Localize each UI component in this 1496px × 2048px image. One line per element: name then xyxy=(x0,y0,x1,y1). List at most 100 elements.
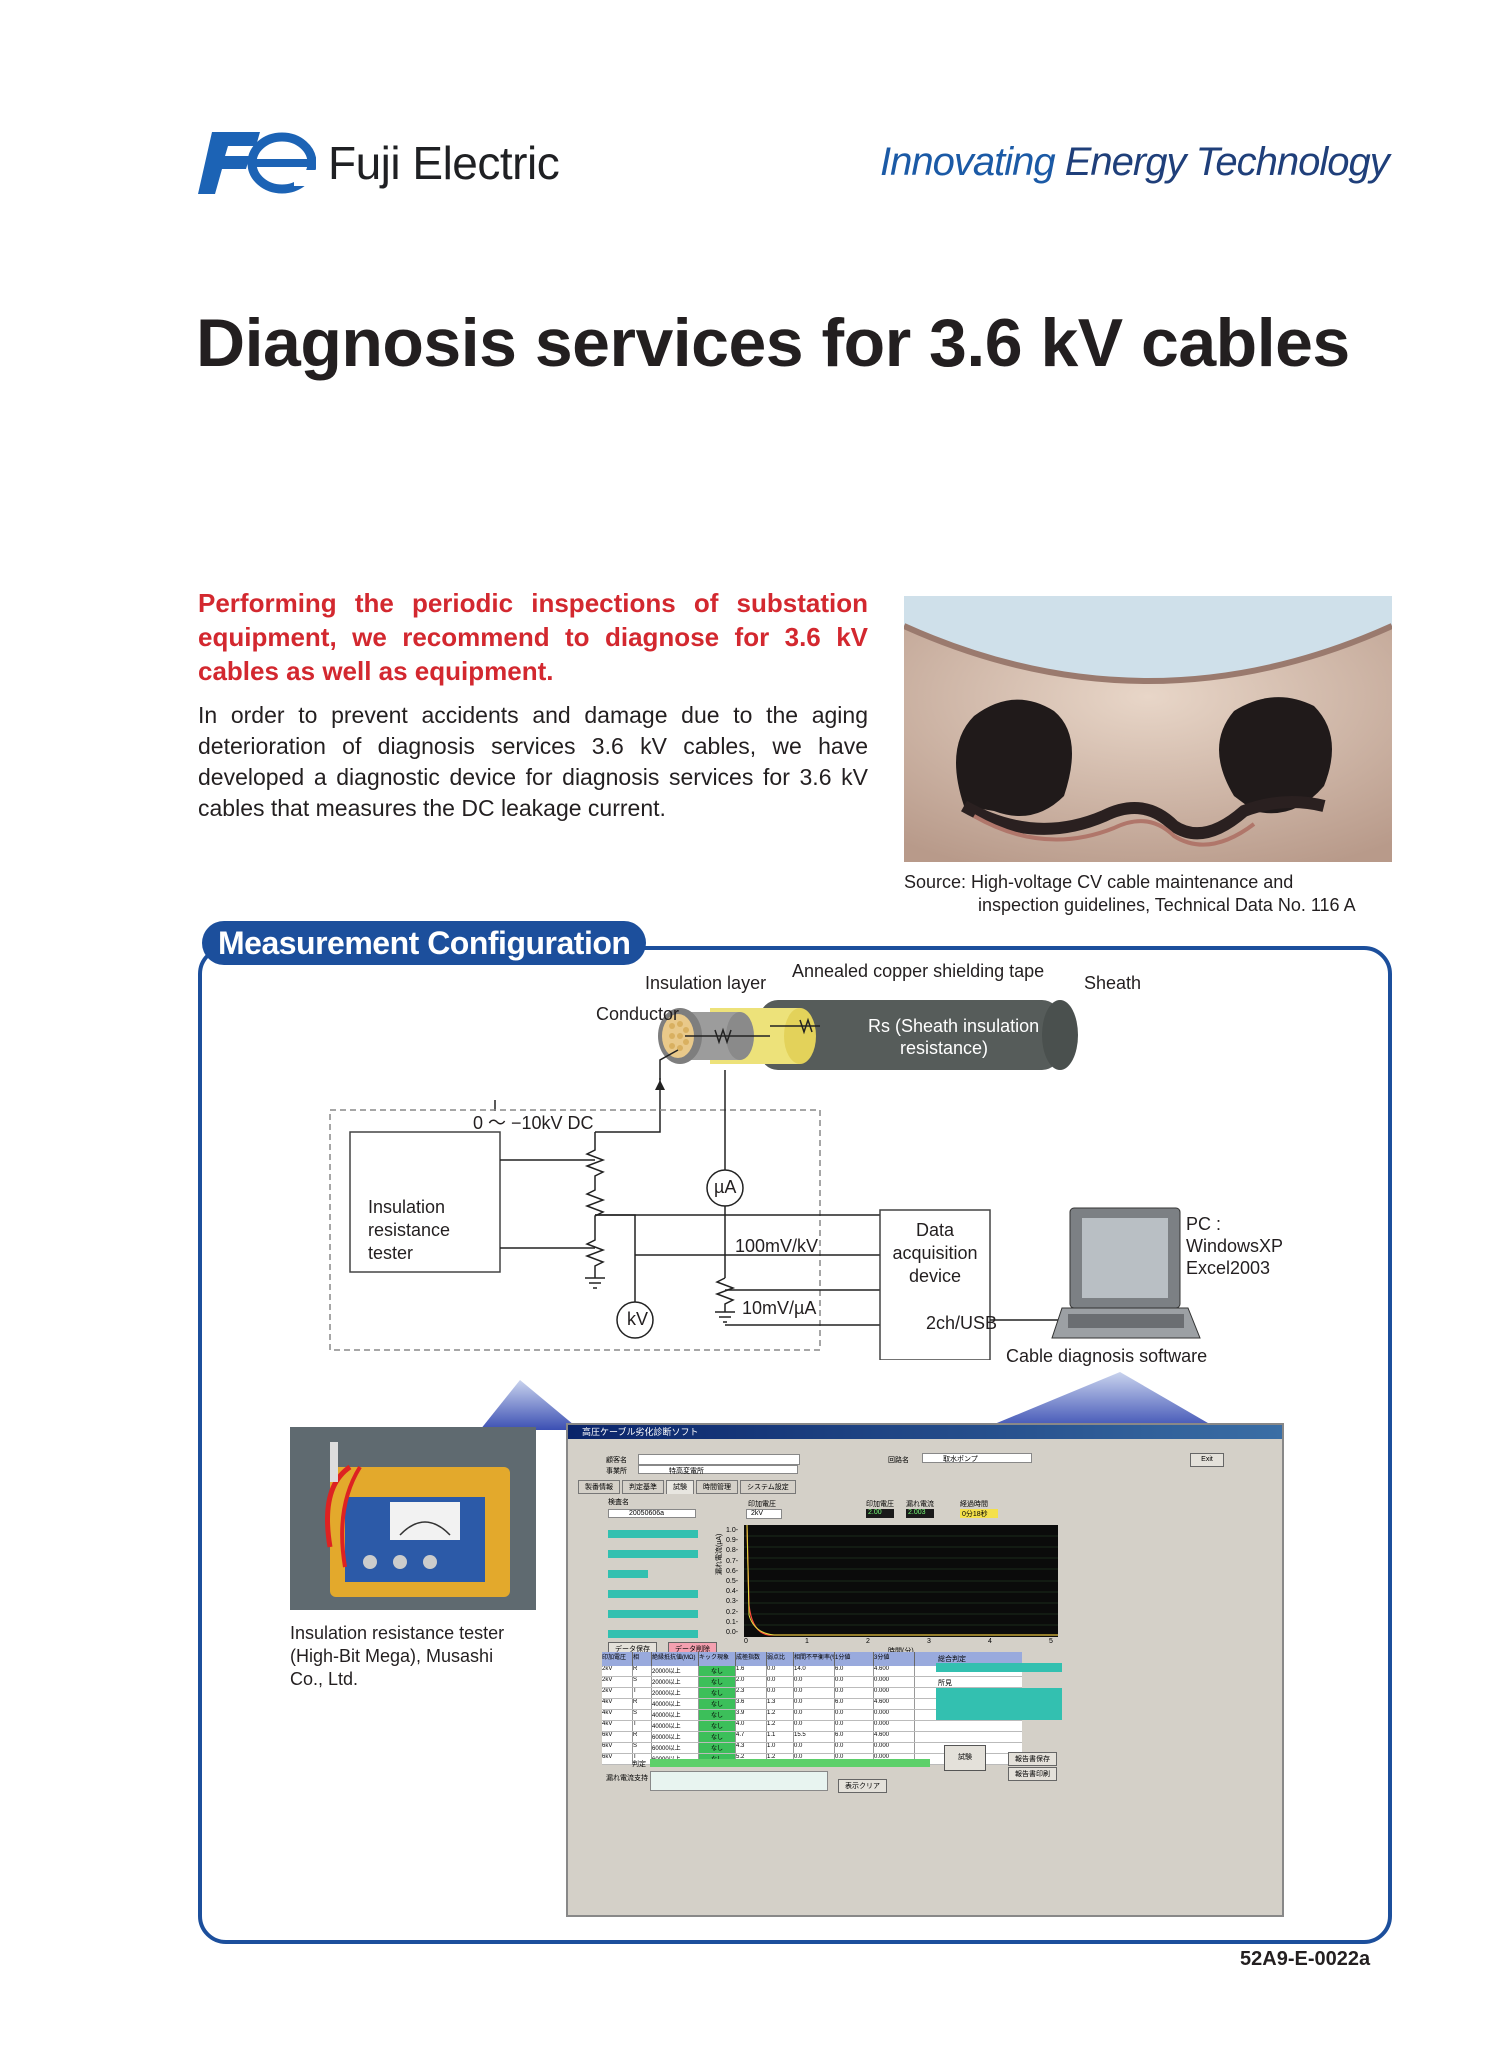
tagline: Innovating Energy Technology xyxy=(880,140,1390,185)
table-cell: 1.0 xyxy=(767,1743,794,1753)
table-cell: 40000以上 xyxy=(652,1710,699,1720)
field-2[interactable] xyxy=(608,1550,698,1558)
site-label: 事業所 xyxy=(606,1468,627,1475)
table-cell: なし xyxy=(699,1699,736,1709)
table-cell: 4kV xyxy=(602,1710,633,1720)
table-cell: 0.000 xyxy=(874,1721,915,1731)
inspection-name-field[interactable]: 20050606a xyxy=(608,1509,696,1518)
field-5[interactable] xyxy=(608,1610,698,1618)
tab-system[interactable]: システム設定 xyxy=(740,1480,796,1494)
report-save-button[interactable]: 報告書保存 xyxy=(1008,1752,1057,1766)
label-conductor: Conductor xyxy=(596,1004,680,1024)
table-cell: 0.0 xyxy=(767,1666,794,1676)
circuit-field[interactable]: 取水ポンプ xyxy=(922,1453,1032,1463)
table-cell: 1.6 xyxy=(736,1666,767,1676)
leak-current-value: 2.003 xyxy=(906,1509,934,1518)
table-cell: 20000以上 xyxy=(652,1666,699,1676)
fuji-electric-logo-icon xyxy=(198,132,318,194)
leak-current-graph: 漏れ電流(µA) 1.0-0.9-0.8-0.7-0.6-0.5-0.4-0.3… xyxy=(716,1525,1068,1655)
table-cell: 0.0 xyxy=(794,1699,835,1709)
remark-field[interactable] xyxy=(936,1688,1062,1720)
report-print-button[interactable]: 報告書印刷 xyxy=(1008,1767,1057,1781)
exit-button[interactable]: Exit xyxy=(1190,1453,1224,1467)
table-cell: 0.0 xyxy=(767,1677,794,1687)
field-4[interactable] xyxy=(608,1590,698,1598)
table-cell: 0.0 xyxy=(767,1688,794,1698)
tab-test[interactable]: 試験 xyxy=(666,1480,694,1494)
table-cell: 4.600 xyxy=(874,1699,915,1709)
tab-time[interactable]: 時間管理 xyxy=(696,1480,738,1494)
label-tester-line3: tester xyxy=(368,1243,414,1263)
graph-ylabel: 漏れ電流(µA) xyxy=(716,1533,723,1575)
graph-ytick: 0.5- xyxy=(726,1578,739,1585)
tester-photo xyxy=(290,1427,536,1610)
label-pc-line3: Excel2003 xyxy=(1186,1258,1271,1278)
table-cell: 4.7 xyxy=(736,1732,767,1742)
intro-body: In order to prevent accidents and damage… xyxy=(198,702,868,821)
table-cell: 20000以上 xyxy=(652,1688,699,1698)
graph-ytick: 0.8- xyxy=(726,1547,739,1555)
judge-row xyxy=(650,1759,930,1767)
table-cell: T xyxy=(633,1721,652,1731)
table-cell: 6.0 xyxy=(835,1732,874,1742)
table-cell: 2kV xyxy=(602,1677,633,1687)
page-title: Diagnosis services for 3.6 kV cables xyxy=(196,305,1350,381)
graph-xtick: 2 xyxy=(866,1638,870,1645)
applied-voltage-label: 印加電圧 xyxy=(866,1501,894,1508)
table-cell: 0.0 xyxy=(794,1677,835,1687)
table-header-cell: キック現象 xyxy=(699,1652,736,1666)
label-microamp-meter: µA xyxy=(714,1177,737,1197)
tagline-part2: Energy Technology xyxy=(1064,140,1390,184)
leak-support-field[interactable] xyxy=(650,1771,828,1791)
window-title: 高圧ケーブル劣化診断ソフト xyxy=(582,1427,699,1437)
graph-ytick: 0.4- xyxy=(726,1588,739,1596)
tab-product-info[interactable]: 製番情報 xyxy=(578,1480,620,1494)
tester-caption-line1: Insulation resistance tester xyxy=(290,1623,505,1643)
table-cell: 0.0 xyxy=(835,1677,874,1687)
circuit-label: 回路名 xyxy=(888,1457,909,1464)
tab-criteria[interactable]: 判定基準 xyxy=(622,1480,664,1494)
table-cell: 40000以上 xyxy=(652,1699,699,1709)
label-sheath: Sheath xyxy=(1084,973,1142,993)
voltage-select[interactable]: 2kV xyxy=(746,1509,782,1519)
remark-label: 所見 xyxy=(938,1680,952,1687)
table-header-cell: 相間不平衡率(%) xyxy=(794,1652,835,1666)
table-cell: 4.3 xyxy=(736,1743,767,1753)
graph-ytick: 0.0- xyxy=(726,1629,739,1636)
label-ratio-ua: 10mV/µA xyxy=(742,1298,817,1318)
test-button[interactable]: 試験 xyxy=(944,1745,986,1771)
tester-caption-line2: (High-Bit Mega), Musashi xyxy=(290,1646,494,1666)
leak-support-label: 漏れ電流支持 xyxy=(606,1775,648,1782)
table-cell: 1.3 xyxy=(767,1699,794,1709)
section-title: Measurement Configuration xyxy=(202,921,647,965)
field-1[interactable] xyxy=(608,1530,698,1538)
tagline-part1: Innovating xyxy=(880,140,1056,184)
window-title-bar: 高圧ケーブル劣化診断ソフト xyxy=(568,1425,1282,1439)
label-kilovolt-meter: kV xyxy=(627,1309,649,1329)
customer-field[interactable] xyxy=(638,1454,800,1465)
table-cell: 0.000 xyxy=(874,1677,915,1687)
clear-display-button[interactable]: 表示クリア xyxy=(838,1779,887,1793)
table-cell: 6kV xyxy=(602,1732,633,1742)
graph-ytick: 0.1- xyxy=(726,1618,739,1626)
site-field[interactable]: 特高変電所 xyxy=(638,1465,798,1475)
field-6[interactable] xyxy=(608,1630,698,1638)
table-cell: 0.0 xyxy=(794,1721,835,1731)
form-panel: 検査名 20050606a xyxy=(608,1497,708,1638)
table-header-cell: 弱点比 xyxy=(767,1652,794,1666)
label-pc: PC : WindowsXP Excel2003 xyxy=(1186,1213,1283,1279)
table-cell: なし xyxy=(699,1721,736,1731)
table-cell: 60000以上 xyxy=(652,1743,699,1753)
field-3[interactable] xyxy=(608,1570,648,1578)
cable-caption-line1: Source: High-voltage CV cable maintenanc… xyxy=(904,872,1294,892)
cable-cross-section-photo xyxy=(904,596,1392,862)
table-cell: なし xyxy=(699,1732,736,1742)
cable-photo-caption: Source: High-voltage CV cable maintenanc… xyxy=(904,871,1356,917)
table-cell: T xyxy=(633,1688,652,1698)
table-cell: S xyxy=(633,1743,652,1753)
